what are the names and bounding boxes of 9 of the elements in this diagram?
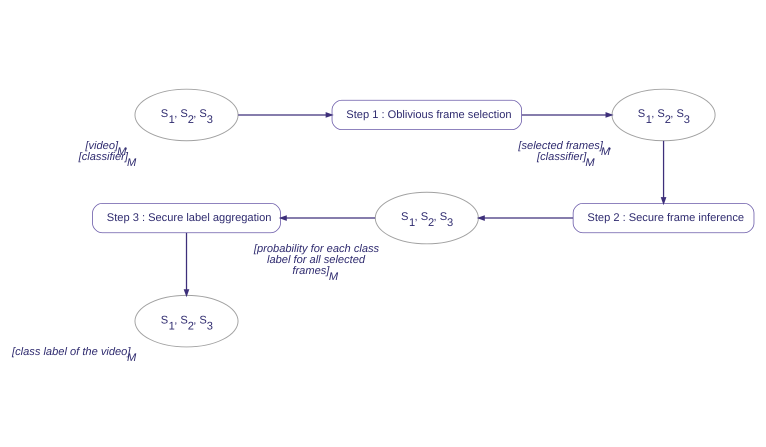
node-box: Step 3 : Secure label aggregation: [92, 202, 281, 233]
arrow: [522, 112, 614, 118]
arrow: [184, 232, 190, 297]
arrow: [660, 140, 666, 205]
node-box: Step 2 : Secure frame inference: [572, 202, 754, 233]
arrow: [238, 112, 334, 118]
arrow: [278, 214, 376, 220]
arrow: [476, 214, 573, 220]
node-box: Step 1 : Oblivious frame selection: [332, 99, 522, 130]
